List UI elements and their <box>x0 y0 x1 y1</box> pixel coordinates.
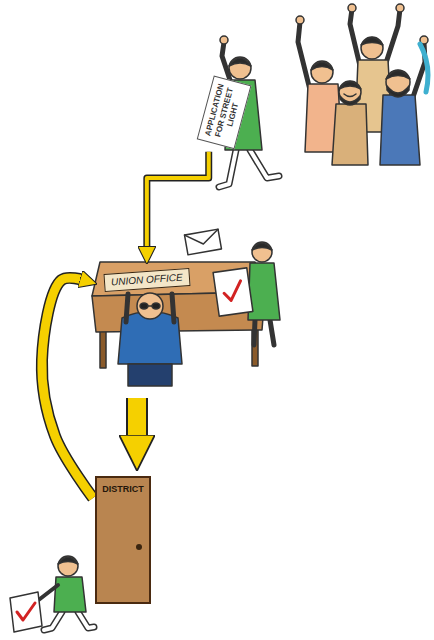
office-official <box>118 293 182 386</box>
arrow-outline <box>126 295 148 442</box>
approved-paper <box>213 268 253 316</box>
cheering-crowd <box>296 4 428 165</box>
node-label: UNION OFFICE <box>111 272 183 289</box>
crowd-person <box>380 36 428 165</box>
flow-arrow <box>147 152 209 250</box>
arrow-body <box>147 152 209 250</box>
arrow-body <box>128 295 146 442</box>
node-label: DISTRICT <box>101 484 145 495</box>
walking-man <box>10 556 94 632</box>
flow-arrow <box>42 278 93 498</box>
envelope <box>185 229 222 255</box>
office-sign: UNION OFFICE <box>103 268 190 292</box>
flow-arrow <box>137 295 138 442</box>
application-paper: APPLICATION FOR STREET LIGHT <box>197 75 252 149</box>
arrow-outline <box>147 152 209 250</box>
district-door: DISTRICT <box>95 476 151 604</box>
approved-paper <box>10 592 42 632</box>
standing-man <box>213 242 280 345</box>
crowd-person <box>332 81 368 165</box>
office-desk <box>92 262 265 368</box>
arrow-outline <box>42 278 93 498</box>
door-knob <box>136 544 142 550</box>
node-label: APPLICATION FOR STREET LIGHT <box>203 81 245 143</box>
arrow-body <box>42 278 93 498</box>
